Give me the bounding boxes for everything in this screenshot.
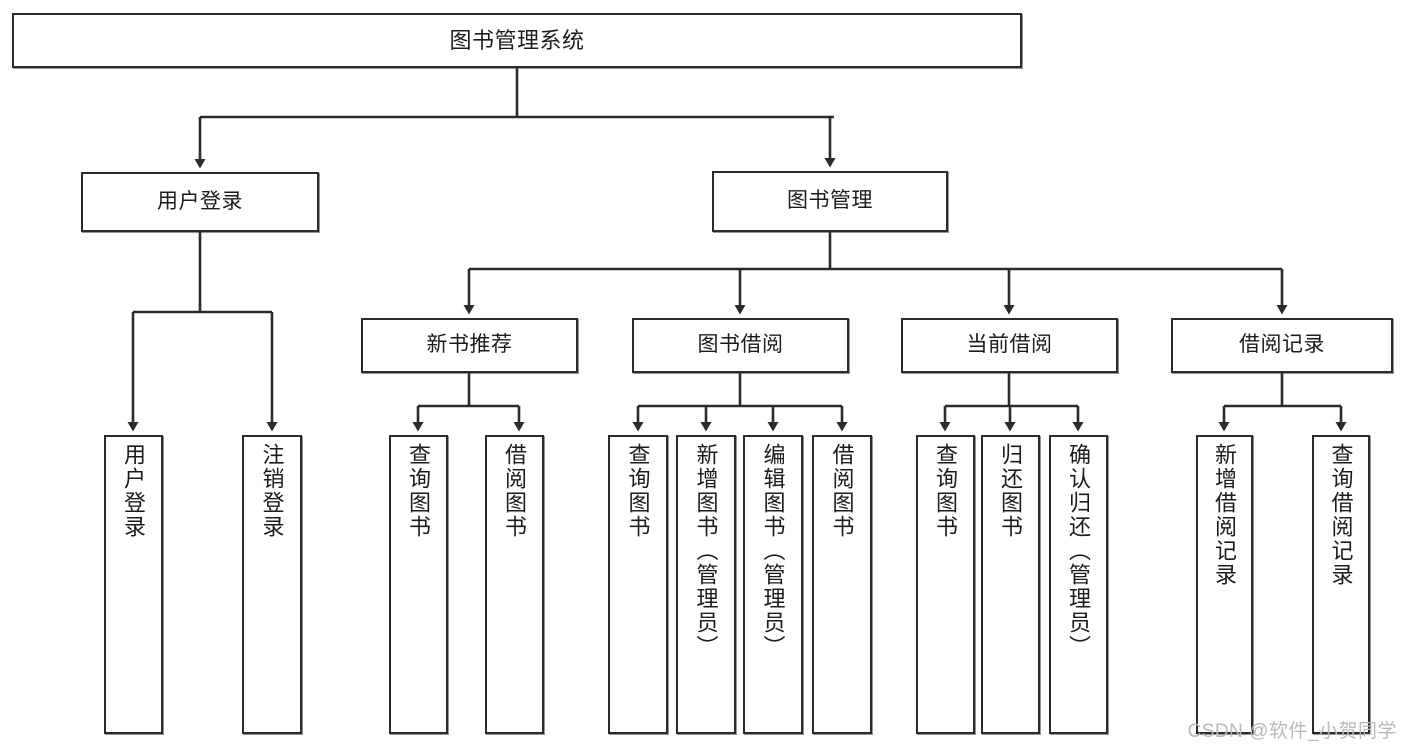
- node-borrow-record[interactable]: 借阅记录: [1171, 318, 1393, 373]
- node-current-borrow[interactable]: 当前借阅: [901, 318, 1118, 373]
- node-label: 图书管理系统: [449, 27, 585, 53]
- node-book-management[interactable]: 图书管理: [712, 171, 948, 232]
- leaf-confirm-return-admin[interactable]: 确认归还（管理员）: [1049, 435, 1108, 734]
- node-root-system[interactable]: 图书管理系统: [12, 13, 1022, 68]
- leaf-borrow-book[interactable]: 借阅图书: [812, 435, 872, 734]
- node-label: 借阅图书: [829, 443, 855, 539]
- node-new-book-recommend[interactable]: 新书推荐: [361, 318, 578, 373]
- leaf-query-borrow-record[interactable]: 查询借阅记录: [1312, 435, 1370, 734]
- node-label: 用户登录: [157, 189, 243, 213]
- node-label: 图书借阅: [697, 333, 784, 357]
- node-label: 查询借阅记录: [1328, 443, 1354, 587]
- node-label: 查询图书: [933, 443, 959, 539]
- node-label: 新增图书（管理员）: [693, 443, 719, 659]
- leaf-user-login[interactable]: 用户登录: [104, 435, 163, 734]
- leaf-logout[interactable]: 注销登录: [242, 435, 302, 734]
- leaf-add-borrow-record[interactable]: 新增借阅记录: [1196, 435, 1253, 734]
- node-label: 归还图书: [998, 443, 1024, 539]
- node-label: 注销登录: [259, 443, 285, 539]
- leaf-query-book-recommend[interactable]: 查询图书: [389, 435, 448, 734]
- node-label: 当前借阅: [966, 333, 1053, 357]
- node-label: 图书管理: [787, 189, 873, 213]
- node-label: 确认归还（管理员）: [1066, 443, 1092, 659]
- node-label: 查询图书: [625, 443, 651, 539]
- leaf-return-book[interactable]: 归还图书: [981, 435, 1040, 734]
- node-book-borrow[interactable]: 图书借阅: [632, 318, 849, 373]
- leaf-borrow-book-recommend[interactable]: 借阅图书: [485, 435, 544, 734]
- node-label: 借阅图书: [502, 443, 528, 539]
- node-label: 借阅记录: [1239, 333, 1325, 357]
- node-label: 新增借阅记录: [1212, 443, 1238, 587]
- node-user-login[interactable]: 用户登录: [81, 172, 319, 232]
- node-label: 编辑图书（管理员）: [760, 443, 786, 659]
- leaf-edit-book-admin[interactable]: 编辑图书（管理员）: [743, 435, 803, 734]
- leaf-query-book-borrow[interactable]: 查询图书: [608, 435, 668, 734]
- node-label: 查询图书: [406, 443, 432, 539]
- node-label: 新书推荐: [426, 333, 513, 357]
- leaf-query-book-current[interactable]: 查询图书: [916, 435, 975, 734]
- node-label: 用户登录: [121, 443, 147, 539]
- leaf-add-book-admin[interactable]: 新增图书（管理员）: [676, 435, 736, 734]
